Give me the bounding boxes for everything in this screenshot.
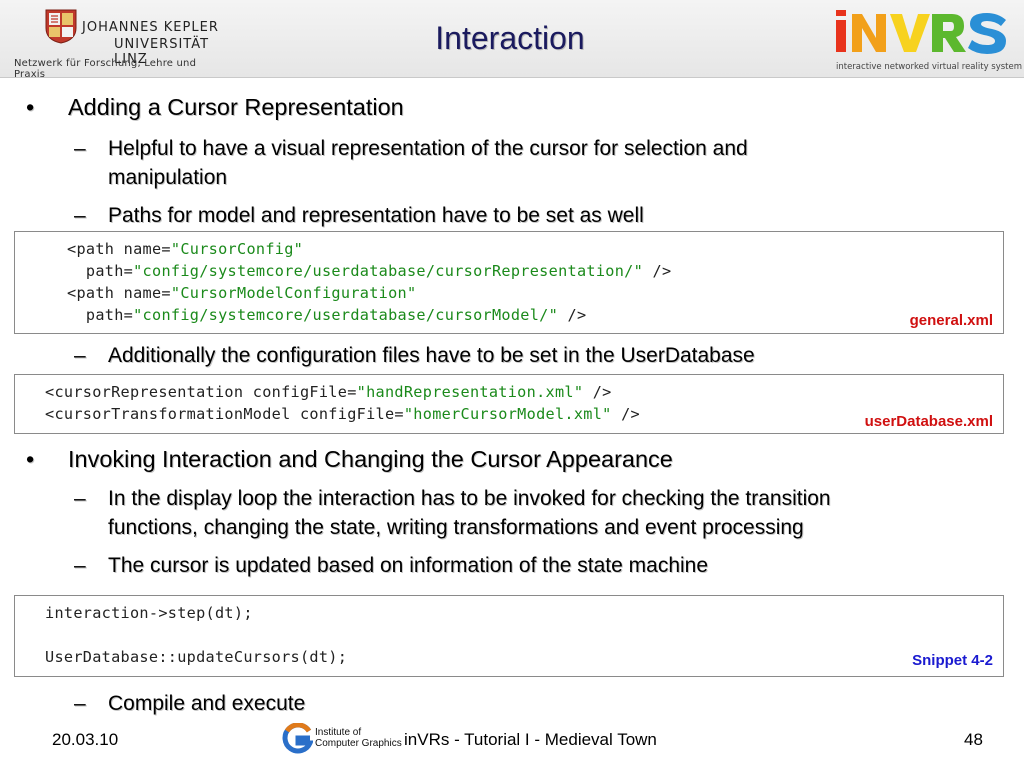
footer-title: inVRs - Tutorial I - Medieval Town xyxy=(404,730,657,749)
sub-item-text: Compile and execute xyxy=(108,692,306,715)
code-line: UserDatabase::updateCursors(dt); xyxy=(45,648,348,666)
sub-item-text-line2: manipulation xyxy=(108,166,228,189)
code-line: path="config/systemcore/userdatabase/cur… xyxy=(67,306,587,324)
sub-item-text-line1: In the display loop the interaction has … xyxy=(108,487,831,510)
university-name-line1: JOHANNES KEPLER xyxy=(82,20,219,35)
code-block-snippet: interaction->step(dt); UserDatabase::upd… xyxy=(14,595,1004,677)
code-block-userdatabase-xml: <cursorRepresentation configFile="handRe… xyxy=(14,374,1004,434)
file-label: userDatabase.xml xyxy=(864,413,993,430)
dash-glyph: – xyxy=(74,487,86,510)
sub-item-text: Paths for model and representation have … xyxy=(108,204,644,227)
bullet-text: Adding a Cursor Representation xyxy=(68,94,404,120)
icg-line2: Computer Graphics xyxy=(315,738,402,749)
code-block-general-xml: <path name="CursorConfig" path="config/s… xyxy=(14,231,1004,334)
code-line: path="config/systemcore/userdatabase/cur… xyxy=(67,262,672,280)
dash-glyph: – xyxy=(74,554,86,577)
code-line: <cursorTransformationModel configFile="h… xyxy=(45,405,640,423)
snippet-label: Snippet 4-2 xyxy=(912,652,993,669)
slide-header: JOHANNES KEPLER UNIVERSITÄT LINZ Netzwer… xyxy=(0,0,1024,80)
sub-item-text-line1: Helpful to have a visual representation … xyxy=(108,137,748,160)
invrs-logo: interactive networked virtual reality sy… xyxy=(832,4,1022,76)
bullet-text: Invoking Interaction and Changing the Cu… xyxy=(68,446,673,472)
sub-item-text: The cursor is updated based on informati… xyxy=(108,554,709,577)
invrs-tagline: interactive networked virtual reality sy… xyxy=(836,62,1023,72)
university-tagline: Netzwerk für Forschung, Lehre und Praxis xyxy=(14,58,197,80)
icg-g-icon xyxy=(282,723,313,754)
icg-logo: Institute of Computer Graphics xyxy=(281,723,402,755)
code-line: <path name="CursorModelConfiguration" xyxy=(67,284,417,302)
sub-item-text-line2: functions, changing the state, writing t… xyxy=(108,516,804,539)
file-label: general.xml xyxy=(909,312,993,329)
code-line: <cursorRepresentation configFile="handRe… xyxy=(45,383,612,401)
page-number: 48 xyxy=(964,730,983,749)
slide-title: Interaction xyxy=(435,20,585,56)
footer-date: 20.03.10 xyxy=(52,730,119,749)
dash-glyph: – xyxy=(74,137,86,160)
dash-glyph: – xyxy=(74,692,86,715)
bullet-glyph: • xyxy=(26,94,35,120)
bullet-glyph: • xyxy=(26,446,35,472)
dash-glyph: – xyxy=(74,204,86,227)
university-name-line2: UNIVERSITÄT LINZ xyxy=(114,37,210,67)
invrs-wordmark-icon xyxy=(836,10,1006,54)
jku-crest-icon xyxy=(45,9,77,44)
dash-glyph: – xyxy=(74,344,86,367)
code-line: <path name="CursorConfig" xyxy=(67,240,304,258)
code-line: interaction->step(dt); xyxy=(45,604,253,622)
sub-item-text: Additionally the configuration files hav… xyxy=(108,344,755,367)
icg-line1: Institute of xyxy=(315,727,362,738)
jku-logo: JOHANNES KEPLER UNIVERSITÄT LINZ Netzwer… xyxy=(14,6,224,80)
